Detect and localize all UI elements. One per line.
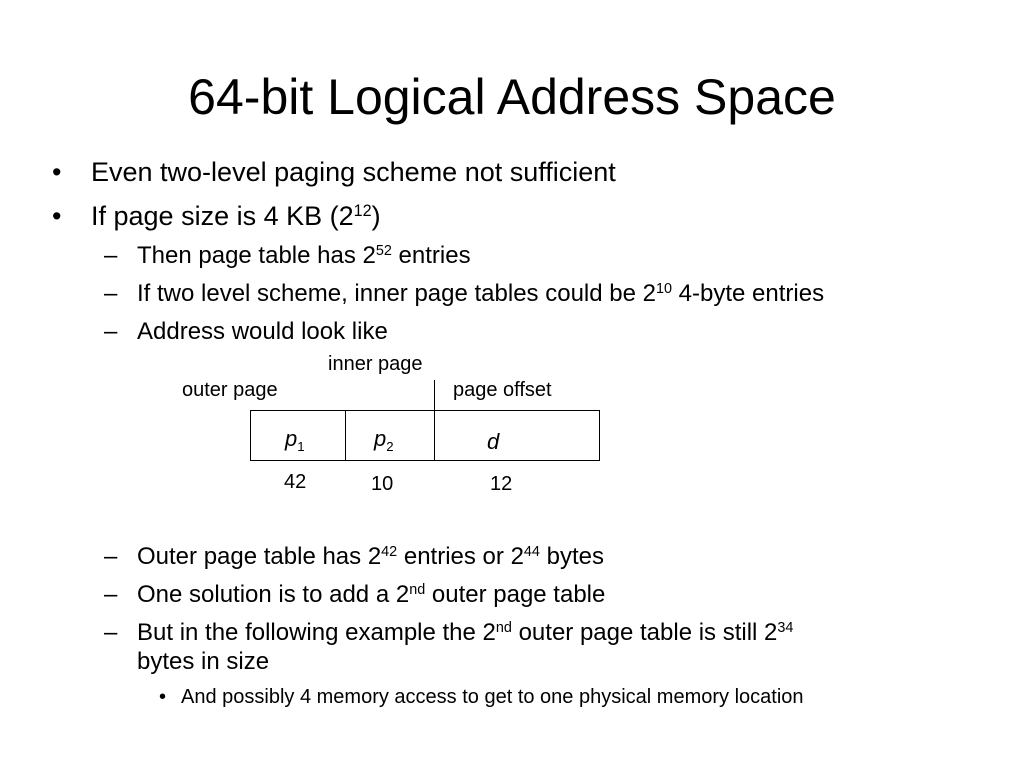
sub-bullet-address-look: Address would look like [137,318,388,345]
bullet-marker: • [52,201,62,231]
dash-marker: – [104,543,118,570]
bullet-marker: • [52,157,62,187]
offset-divider-tick [434,380,435,411]
bullet-page-size: If page size is 4 KB (212) [91,201,381,231]
sub-bullet-page-table-entries: Then page table has 252 entries [137,242,471,269]
dash-marker: – [104,318,118,345]
sub-sub-bullet-memory-access: And possibly 4 memory access to get to o… [181,686,804,708]
field-divider [345,410,346,461]
label-inner-page: inner page [328,353,423,375]
sub-bullet-second-outer-table: One solution is to add a 2nd outer page … [137,581,606,608]
label-outer-page: outer page [182,379,278,401]
sub-bullet-continuation: bytes in size [137,648,270,675]
field-p2: p2 [374,426,394,454]
dash-marker: – [104,242,118,269]
bullet-two-level-not-sufficient: Even two-level paging scheme not suffici… [91,157,616,187]
slide-title: 64-bit Logical Address Space [188,69,836,125]
field-divider [434,410,435,461]
dash-marker: – [104,581,118,608]
sub-bullet-outer-table-size: Outer page table has 242 entries or 244 … [137,543,604,570]
dash-marker: – [104,619,118,646]
field-d: d [487,429,500,454]
bits-d: 12 [490,473,513,495]
sub-bullet-example-still-large: But in the following example the 2nd out… [137,619,794,646]
label-page-offset: page offset [453,379,552,401]
bits-p2: 10 [371,473,394,495]
field-p1: p1 [285,426,305,454]
bits-p1: 42 [284,471,307,493]
sub-bullet-inner-page-tables: If two level scheme, inner page tables c… [137,280,825,307]
bullet-marker: • [159,686,167,708]
address-box [250,410,600,461]
dash-marker: – [104,280,118,307]
